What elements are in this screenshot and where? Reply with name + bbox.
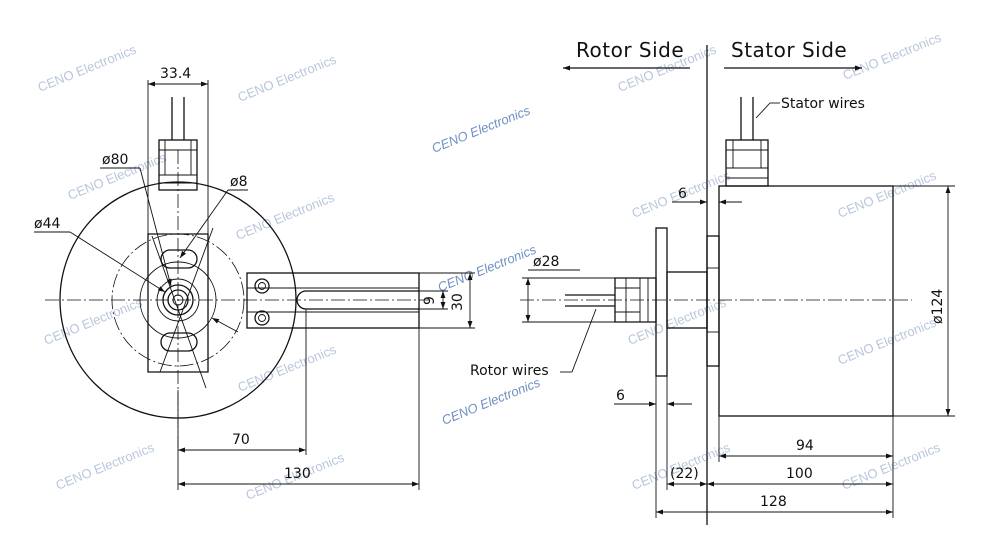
stator-housing: [718, 185, 894, 417]
watermark: CENO Electronics: [234, 189, 337, 242]
side-view: Rotor Side Stator Side Stator wires: [470, 38, 955, 525]
dim-6-top: 6: [678, 186, 687, 202]
watermark: CENO Electronics: [836, 167, 939, 220]
watermark: CENO Electronics: [626, 294, 729, 347]
rotor-ring: [139, 261, 217, 339]
rotor-side-title: Rotor Side: [576, 38, 684, 62]
watermark: CENO Electronics: [840, 439, 943, 492]
watermark: CENO Electronics: [236, 341, 339, 394]
watermark: CENO Electronics: [436, 241, 539, 294]
dim-94: 94: [796, 438, 814, 454]
watermark: CENO Electronics: [430, 102, 533, 155]
dim-phi-44: ø44: [34, 216, 60, 232]
dim-30: 30: [450, 293, 466, 311]
watermark: CENO Electronics: [54, 439, 157, 492]
dim-128: 128: [760, 494, 787, 510]
dim-phi-28: ø28: [533, 254, 559, 270]
stator-side-title: Stator Side: [731, 38, 847, 62]
rotor-flange-plate: [147, 233, 209, 373]
dim-9: 9: [422, 296, 438, 305]
front-view: 33.4 9 30 ø80 ø8 ø44: [34, 66, 475, 490]
dim-130: 130: [284, 466, 311, 482]
cable-gland: [158, 139, 198, 191]
arm-screw-top: [254, 278, 270, 294]
watermark: CENO Electronics: [841, 29, 944, 82]
arm-screw-bottom: [254, 310, 270, 326]
dim-6-bottom: 6: [616, 388, 625, 404]
dim-70: 70: [232, 432, 250, 448]
stator-wires-label: Stator wires: [781, 96, 865, 112]
watermark: CENO Electronics: [440, 374, 543, 427]
dim-phi-80: ø80: [102, 152, 128, 168]
watermark: CENO Electronics: [36, 41, 139, 94]
watermark: CENO Electronics: [42, 294, 145, 347]
watermark: CENO Electronics: [836, 314, 939, 367]
anti-rotation-arm: [246, 272, 420, 329]
rotor-hub: [666, 271, 708, 329]
watermark: CENO Electronics: [236, 51, 339, 104]
dim-phi-8: ø8: [230, 174, 247, 190]
dim-phi-124: ø124: [930, 289, 946, 324]
dim-100: 100: [786, 466, 813, 482]
dim-22: (22): [670, 466, 699, 482]
rotor-cable-gland: [565, 277, 657, 323]
diameter-leader: [151, 235, 207, 389]
rotor-wires-label: Rotor wires: [470, 363, 549, 379]
rotor-flange: [655, 227, 668, 377]
dim-33-4: 33.4: [160, 66, 191, 82]
stator-cable-gland: [725, 97, 769, 187]
